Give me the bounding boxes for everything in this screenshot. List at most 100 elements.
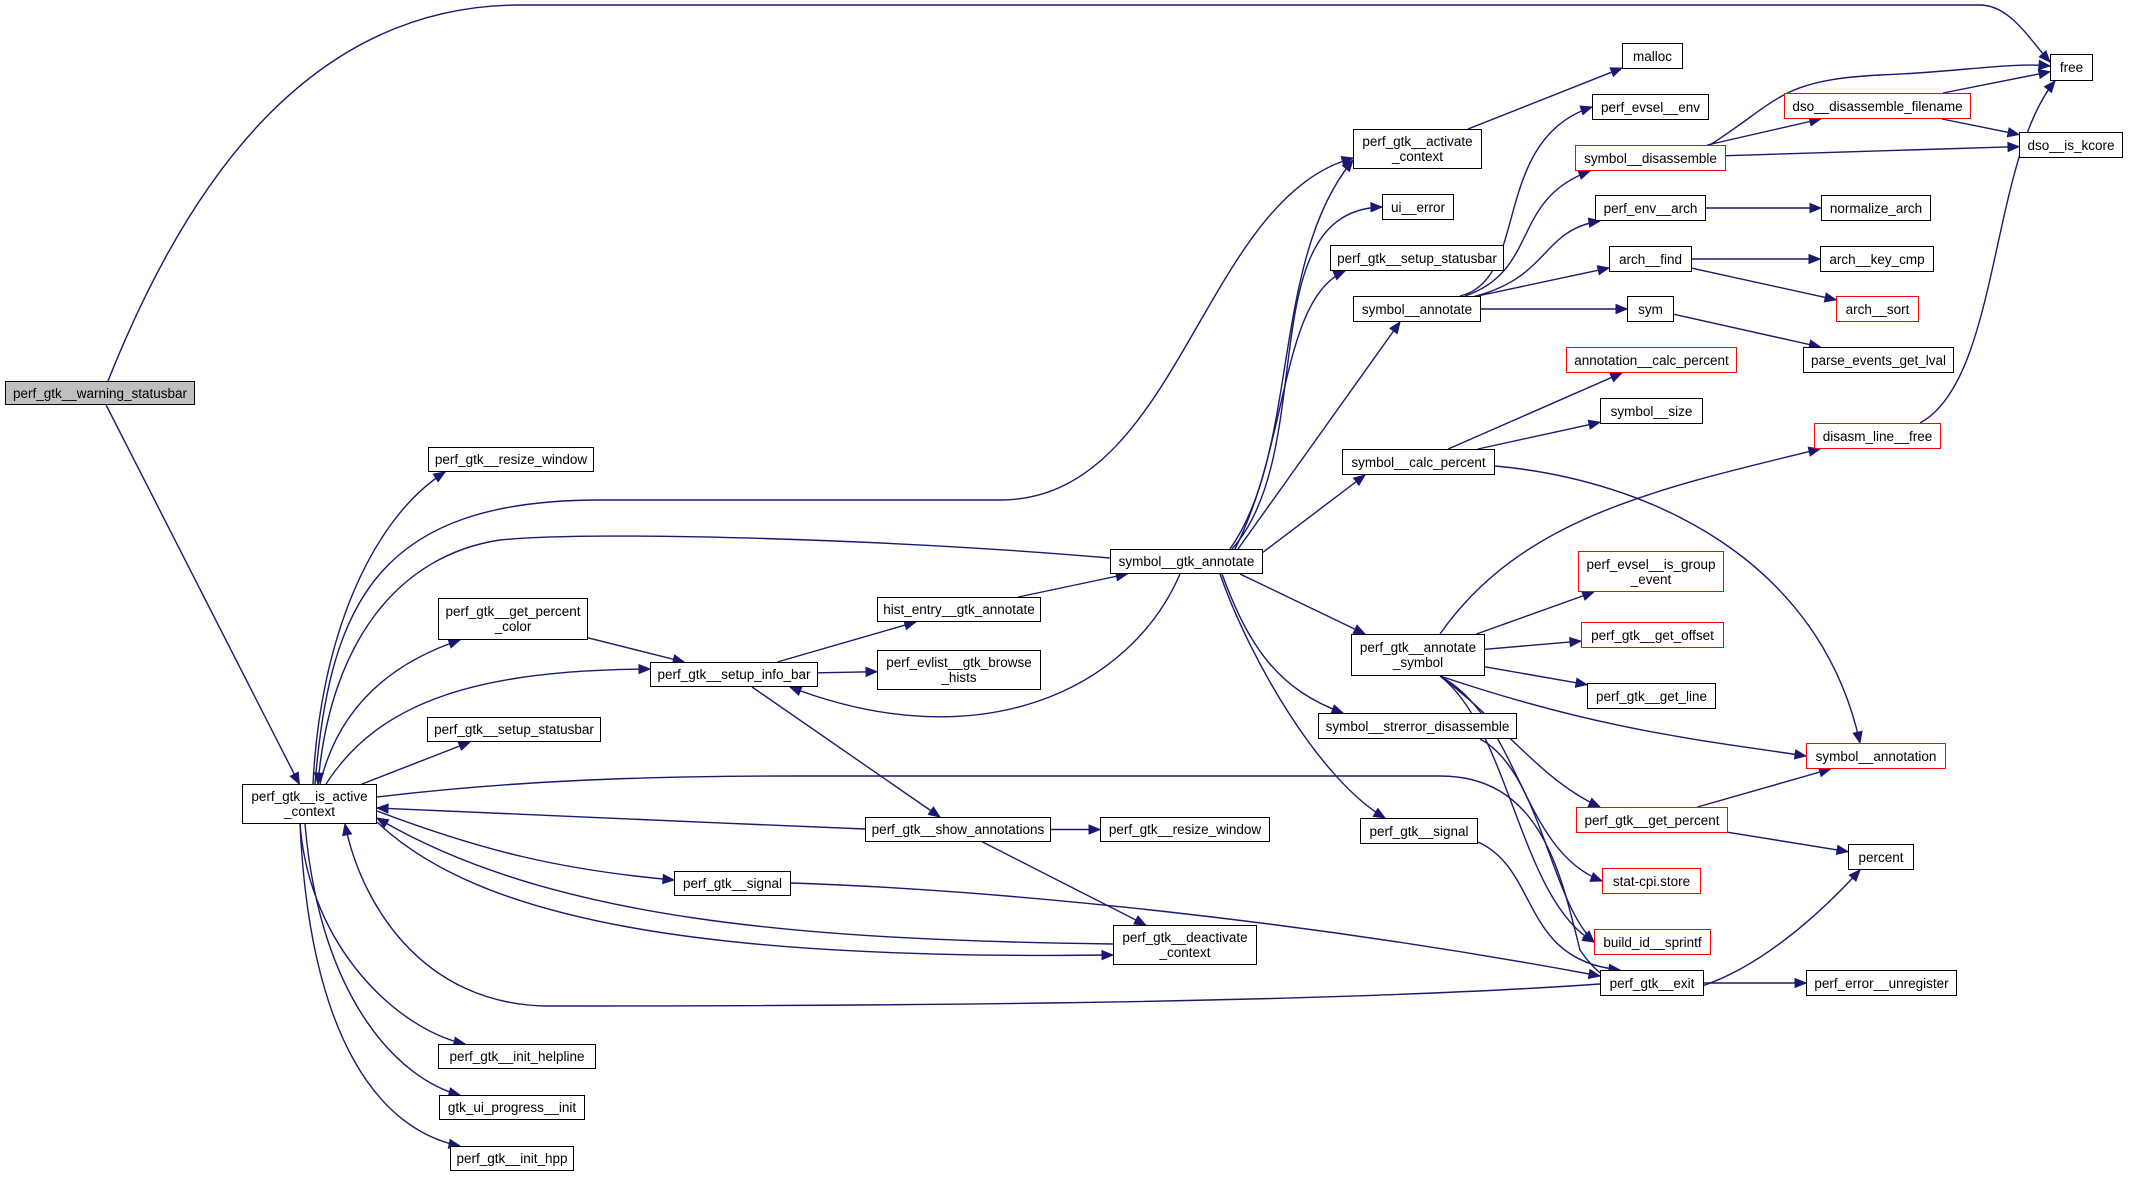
arrowhead-free-icon: [2043, 79, 2056, 94]
edge-symbol_gtk_annotate-to-setup_statusbar_b: [1234, 270, 1346, 550]
arrowhead-percent-icon: [1848, 869, 1861, 883]
arrowhead-ui_error-icon: [1370, 202, 1384, 213]
node-label: dso__is_kcore: [2027, 137, 2115, 153]
edge-is_active_context-to-init_helpline: [299, 823, 466, 1045]
node-init-hpp[interactable]: perf_gtk__init_hpp: [450, 1146, 574, 1171]
node-free[interactable]: free: [2050, 54, 2093, 81]
node-symbol-annotate[interactable]: symbol__annotate: [1353, 296, 1481, 322]
arrowhead-arch_find-icon: [1596, 265, 1611, 276]
arrowhead-percent-icon: [1835, 844, 1850, 856]
node-label: perf_evsel__is_group: [1586, 556, 1716, 572]
node-init-helpline[interactable]: perf_gtk__init_helpline: [438, 1044, 596, 1069]
node-label: malloc: [1632, 48, 1672, 64]
node-evlist-browse-hists[interactable]: perf_evlist__gtk_browse_hists: [877, 650, 1041, 690]
arrowhead-free-icon: [2038, 49, 2051, 63]
node-exit[interactable]: perf_gtk__exit: [1600, 970, 1704, 996]
arrowhead-symbol_annotate-icon: [1389, 320, 1401, 335]
edge-symbol_calc_percent-to-symbol_annotation: [1494, 465, 1861, 744]
node-sym[interactable]: sym: [1627, 296, 1674, 322]
node-error-unregister[interactable]: perf_error__unregister: [1806, 970, 1957, 996]
node-parse-events-get-lval[interactable]: parse_events_get_lval: [1803, 347, 1954, 373]
node-label: perf_gtk__init_hpp: [456, 1151, 568, 1166]
node-arch-sort[interactable]: arch__sort: [1836, 296, 1919, 322]
node-setup-info-bar[interactable]: perf_gtk__setup_info_bar: [650, 662, 818, 687]
node-label: perf_evlist__gtk_browse: [886, 655, 1032, 670]
node-label: _event: [1630, 571, 1672, 587]
node-disasm-line-free[interactable]: disasm_line__free: [1814, 423, 1941, 449]
edge-is_active_context-to-deactivate_context: [376, 821, 1114, 957]
node-is-group-event[interactable]: perf_evsel__is_group_event: [1578, 551, 1724, 592]
node-setup-statusbar-b[interactable]: perf_gtk__setup_statusbar: [1330, 245, 1504, 271]
edge-symbol_disassemble-to-dso_is_kcore: [1725, 145, 2020, 157]
arrowhead-free-icon: [2037, 68, 2052, 80]
node-symbol-annotation[interactable]: symbol__annotation: [1806, 743, 1946, 769]
node-label: free: [2059, 60, 2084, 75]
node-dso-disassemble-filename[interactable]: dso__disassemble_filename: [1784, 93, 1971, 119]
node-label: perf_gtk__setup_statusbar: [1337, 250, 1497, 266]
edge-is_active_context-to-activate_context: [314, 157, 1354, 785]
edge-strerror_disassemble-to-build_id_sprintf: [1479, 738, 1595, 943]
arrowhead-is_group_event-icon: [1581, 590, 1596, 601]
edge-show_annotations-to-deactivate_context: [982, 841, 1147, 926]
node-label: perf_gtk__signal: [1369, 823, 1469, 839]
node-label: symbol__strerror_disassemble: [1325, 718, 1510, 734]
node-label: symbol__gtk_annotate: [1118, 554, 1255, 569]
node-malloc[interactable]: malloc: [1622, 43, 1683, 69]
arrowhead-resize_window_a-icon: [432, 471, 447, 483]
node-is-active-context[interactable]: perf_gtk__is_active_context: [242, 784, 377, 824]
node-label: perf_gtk__warning_statusbar: [12, 385, 188, 401]
arrowhead-annotate_symbol-icon: [1352, 624, 1367, 635]
arrowhead-signal_b-icon: [1372, 807, 1387, 819]
arrowhead-symbol_calc_percent-icon: [1352, 474, 1367, 487]
node-perf-evsel-env[interactable]: perf_evsel__env: [1592, 94, 1709, 120]
arrowhead-deactivate_context-icon: [1133, 915, 1147, 926]
node-resize-window-a[interactable]: perf_gtk__resize_window: [428, 447, 594, 472]
node-arch-key-cmp[interactable]: arch__key_cmp: [1820, 246, 1934, 272]
node-get-percent[interactable]: perf_gtk__get_percent: [1576, 807, 1728, 833]
node-label: symbol__annotation: [1815, 748, 1937, 764]
node-strerror-disassemble[interactable]: symbol__strerror_disassemble: [1318, 713, 1517, 739]
node-symbol-size[interactable]: symbol__size: [1600, 398, 1703, 424]
edge-warning_statusbar-to-free: [107, 4, 2051, 382]
node-get-offset[interactable]: perf_gtk__get_offset: [1581, 622, 1724, 648]
node-stat-cpi-store[interactable]: stat-cpi.store: [1602, 868, 1701, 894]
node-label: _context: [1159, 945, 1211, 960]
edge-symbol_gtk_annotate-to-signal_b: [1219, 573, 1386, 819]
node-symbol-gtk-annotate[interactable]: symbol__gtk_annotate: [1110, 549, 1263, 574]
node-ui-error[interactable]: ui__error: [1382, 194, 1454, 220]
node-dso-is-kcore[interactable]: dso__is_kcore: [2019, 132, 2123, 158]
arrowhead-activate_context-icon: [1341, 158, 1354, 173]
edge-is_active_context-to-setup_statusbar_a: [361, 741, 471, 785]
node-get-percent-color[interactable]: perf_gtk__get_percent_color: [438, 598, 588, 640]
node-annotation-calc-percent[interactable]: annotation__calc_percent: [1566, 347, 1737, 373]
node-setup-statusbar-a[interactable]: perf_gtk__setup_statusbar: [427, 717, 601, 742]
edge-annotate_symbol-to-disasm_line_free: [1439, 448, 1821, 635]
node-label: gtk_ui_progress__init: [447, 1100, 577, 1115]
node-annotate-symbol[interactable]: perf_gtk__annotate_symbol: [1351, 634, 1485, 676]
node-deactivate-context[interactable]: perf_gtk__deactivate_context: [1113, 925, 1257, 965]
node-get-line[interactable]: perf_gtk__get_line: [1587, 683, 1716, 709]
node-symbol-disassemble[interactable]: symbol__disassemble: [1575, 145, 1726, 171]
node-signal-a[interactable]: perf_gtk__signal: [674, 871, 791, 896]
node-label: perf_gtk__setup_info_bar: [657, 667, 811, 682]
node-hist-entry-annotate[interactable]: hist_entry__gtk_annotate: [877, 597, 1041, 622]
node-arch-find[interactable]: arch__find: [1609, 246, 1692, 272]
node-activate-context[interactable]: perf_gtk__activate_context: [1353, 129, 1482, 169]
node-normalize-arch[interactable]: normalize_arch: [1821, 195, 1931, 221]
arrowhead-get_offset-icon: [1569, 636, 1583, 648]
node-build-id-sprintf[interactable]: build_id__sprintf: [1594, 929, 1711, 955]
node-show-annotations[interactable]: perf_gtk__show_annotations: [865, 817, 1051, 842]
node-resize-window-b[interactable]: perf_gtk__resize_window: [1100, 817, 1270, 842]
node-symbol-calc-percent[interactable]: symbol__calc_percent: [1342, 449, 1495, 475]
arrowhead-symbol_disassemble-icon: [1577, 169, 1592, 180]
node-perf-env-arch[interactable]: perf_env__arch: [1595, 195, 1706, 221]
arrowhead-sym-icon: [1615, 303, 1629, 315]
node-progress-init[interactable]: gtk_ui_progress__init: [439, 1095, 585, 1120]
node-percent[interactable]: percent: [1848, 844, 1914, 870]
arrowhead-symbol_annotation-icon: [1852, 730, 1863, 745]
node-signal-b[interactable]: perf_gtk__signal: [1360, 818, 1478, 844]
node-label: symbol__size: [1610, 403, 1693, 419]
edge-is_active_context-to-get_percent_color: [319, 639, 461, 785]
